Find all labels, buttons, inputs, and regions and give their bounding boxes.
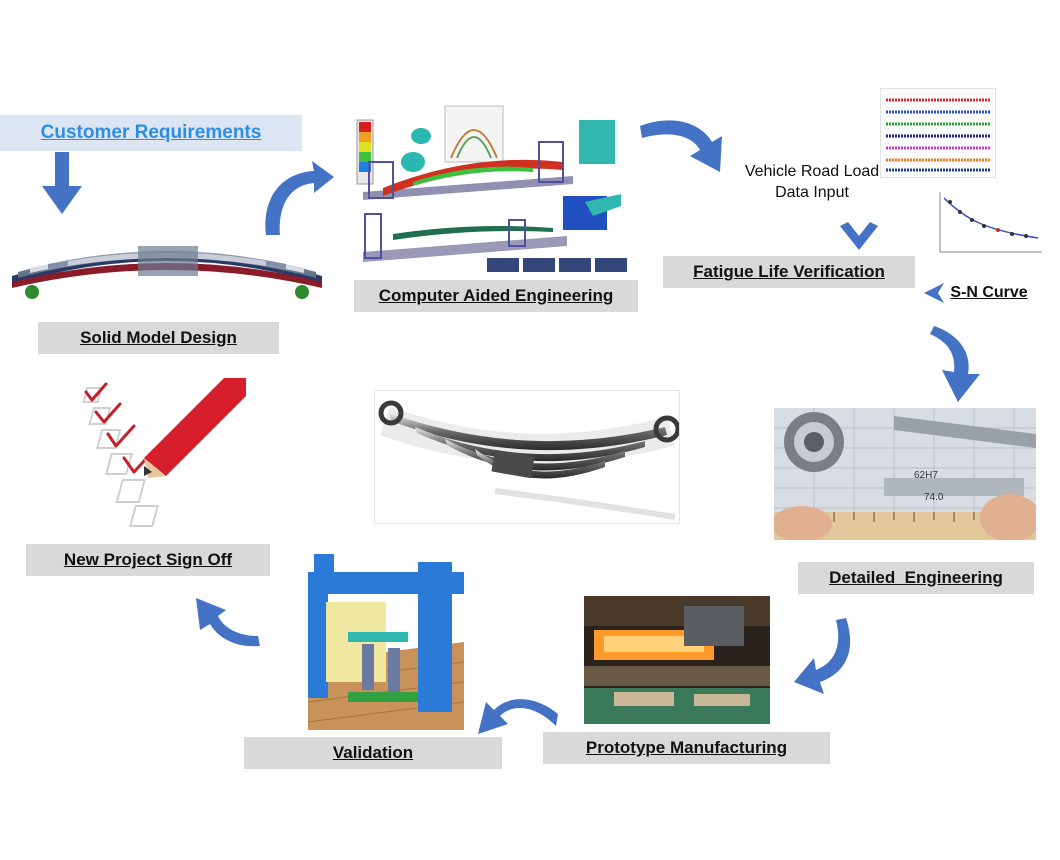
solid-model-design-label: Solid Model Design: [38, 322, 279, 354]
sn-curve-label: S-N Curve: [950, 284, 1028, 301]
curved-arrow-up-icon: [265, 161, 334, 235]
road-load-chart-image: [880, 88, 996, 178]
curved-arrow-down-icon: [930, 326, 980, 402]
validation-test-rig-image: [308, 552, 464, 730]
customer-requirements-label: Customer Requirements: [0, 115, 302, 151]
prototype-manufacturing-label: Prototype Manufacturing: [543, 732, 830, 764]
arrow-left-icon: [924, 283, 944, 303]
curved-arrow-right-icon: [640, 120, 722, 172]
manufacturing-furnace-image: [584, 596, 770, 724]
fatigue-life-verification-label: Fatigue Life Verification: [663, 256, 915, 288]
chevron-down-icon: [840, 222, 878, 250]
calipers-ruler-image: 62H7 74.0: [774, 408, 1036, 540]
detailed-engineering-label: Detailed Engineering: [798, 562, 1034, 594]
svg-text:74.0: 74.0: [924, 492, 944, 503]
down-arrow-icon: [42, 152, 82, 214]
svg-text:62H7: 62H7: [914, 470, 938, 481]
computer-aided-engineering-label: Computer Aided Engineering: [354, 280, 638, 312]
curved-arrow-left-icon: [478, 699, 558, 734]
vehicle-road-load-text: Vehicle Road Load Data Input: [724, 161, 900, 203]
curved-arrow-up-left-icon: [196, 598, 260, 647]
validation-label: Validation: [244, 737, 502, 769]
leaf-spring-model-image: [8, 232, 326, 304]
vehicle-road-load-line2: Data Input: [775, 184, 849, 201]
curved-arrow-down-left-icon: [794, 618, 851, 694]
new-project-sign-off-label: New Project Sign Off: [26, 544, 270, 576]
leaf-spring-render-image: [374, 390, 680, 524]
cae-simulation-image: [353, 102, 637, 278]
sn-curve-chart-image: [926, 186, 1046, 270]
checklist-pencil-image: [74, 378, 246, 528]
vehicle-road-load-line1: Vehicle Road Load: [744, 163, 880, 180]
